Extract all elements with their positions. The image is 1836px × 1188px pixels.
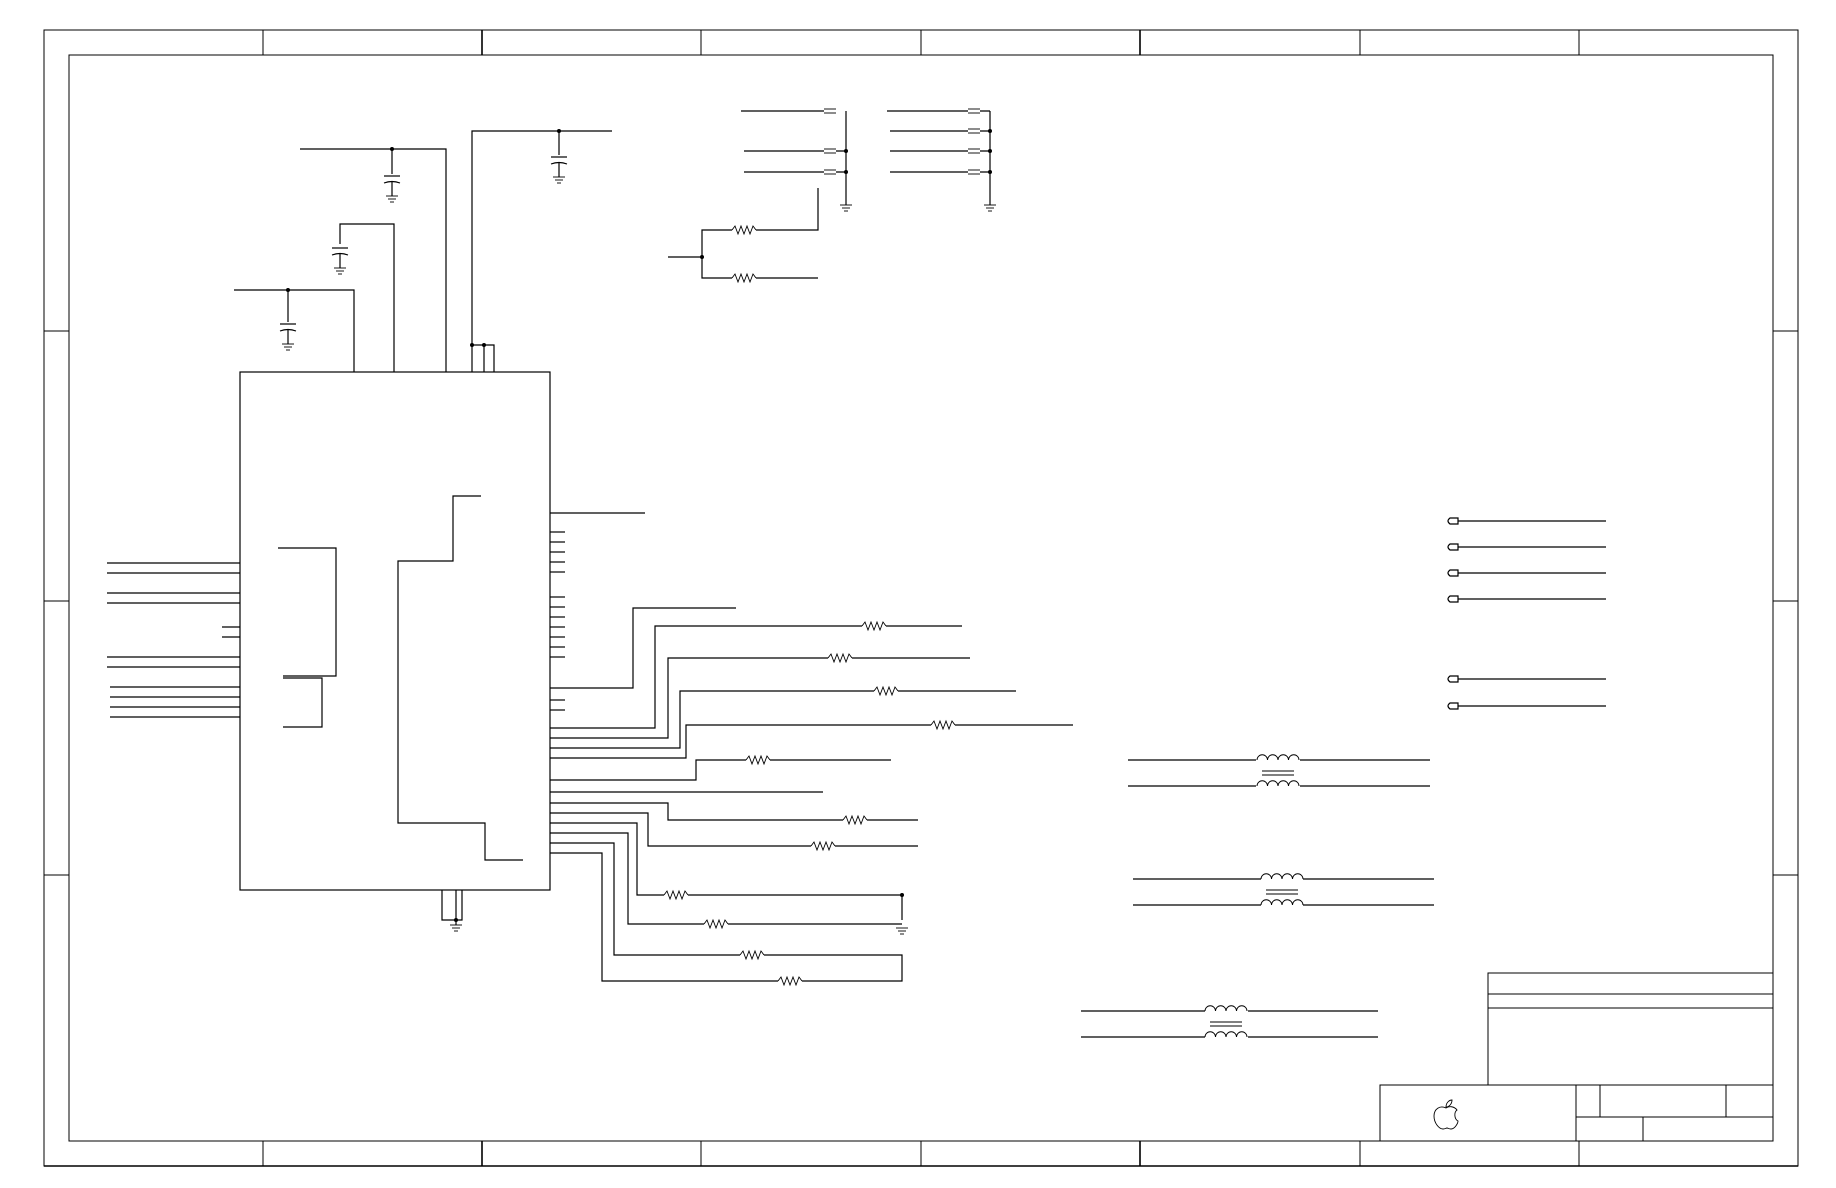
capacitor-icon xyxy=(824,148,836,154)
junction-dot xyxy=(470,343,474,347)
resistor-icon xyxy=(827,652,853,664)
top-power-nets xyxy=(234,130,612,372)
capacitor-icon xyxy=(968,148,980,154)
capacitor-icon xyxy=(279,323,297,344)
junction-dot xyxy=(988,129,992,133)
capacitor-icon xyxy=(331,247,349,268)
capacitor-icon xyxy=(383,175,401,196)
left-bus-lines xyxy=(107,562,240,718)
resistor-icon xyxy=(663,889,689,901)
connector-pin-icon xyxy=(1447,702,1459,710)
resistor-icon xyxy=(930,719,956,731)
junction-dot xyxy=(700,255,704,259)
capacitor-icon xyxy=(824,169,836,175)
ground-icon xyxy=(334,267,346,275)
resistor-icon xyxy=(745,754,771,766)
apple-logo-icon xyxy=(1433,1099,1459,1130)
common-mode-choke-icon xyxy=(1204,1003,1248,1039)
junction-dot xyxy=(988,170,992,174)
resistor-icon xyxy=(731,224,757,236)
bottom-ground-net xyxy=(441,890,463,925)
ground-icon xyxy=(984,204,996,212)
junction-dot xyxy=(390,147,394,151)
internal-loops xyxy=(278,495,523,861)
junction-dot xyxy=(557,129,561,133)
capacitor-icon xyxy=(968,169,980,175)
component-symbols xyxy=(279,108,1459,1039)
resistor-icon xyxy=(842,814,868,826)
connector-pin-icon xyxy=(1447,675,1459,683)
ground-icon xyxy=(450,924,462,932)
ground-icon xyxy=(553,176,565,184)
connector-pin-icon xyxy=(1447,595,1459,603)
resistor-icon xyxy=(777,975,803,987)
right-nets xyxy=(550,512,1073,982)
ic-body xyxy=(239,371,551,891)
connector-pin-icon xyxy=(1447,543,1459,551)
ground-icon xyxy=(386,195,398,203)
junction-dot xyxy=(482,343,486,347)
junction-dot xyxy=(988,149,992,153)
junction-dot xyxy=(286,288,290,292)
connector-pin-icon xyxy=(1447,517,1459,525)
junction-dot xyxy=(900,893,904,897)
resistor-icon xyxy=(703,918,729,930)
ground-icon xyxy=(840,204,852,212)
title-block xyxy=(1379,972,1774,1142)
capacitor-icon xyxy=(968,128,980,134)
capacitor-icon xyxy=(968,108,980,114)
choke-nets xyxy=(1081,759,1434,1038)
resistor-icon xyxy=(873,685,899,697)
connector-pin-icon xyxy=(1447,569,1459,577)
ground-icon xyxy=(282,343,294,351)
junction-dot xyxy=(844,149,848,153)
top-rc-network xyxy=(668,110,991,279)
drawing-frame xyxy=(43,29,1799,1167)
resistor-icon xyxy=(810,840,836,852)
ground-icon xyxy=(896,927,908,935)
common-mode-choke-icon xyxy=(1256,752,1300,788)
junction-dot xyxy=(454,918,458,922)
connector-pins xyxy=(1458,520,1606,707)
resistor-icon xyxy=(861,620,887,632)
junction-dot xyxy=(844,170,848,174)
resistor-icon xyxy=(731,272,757,284)
common-mode-choke-icon xyxy=(1260,871,1304,907)
resistor-icon xyxy=(739,949,765,961)
capacitor-icon xyxy=(824,108,836,114)
capacitor-icon xyxy=(550,156,568,177)
